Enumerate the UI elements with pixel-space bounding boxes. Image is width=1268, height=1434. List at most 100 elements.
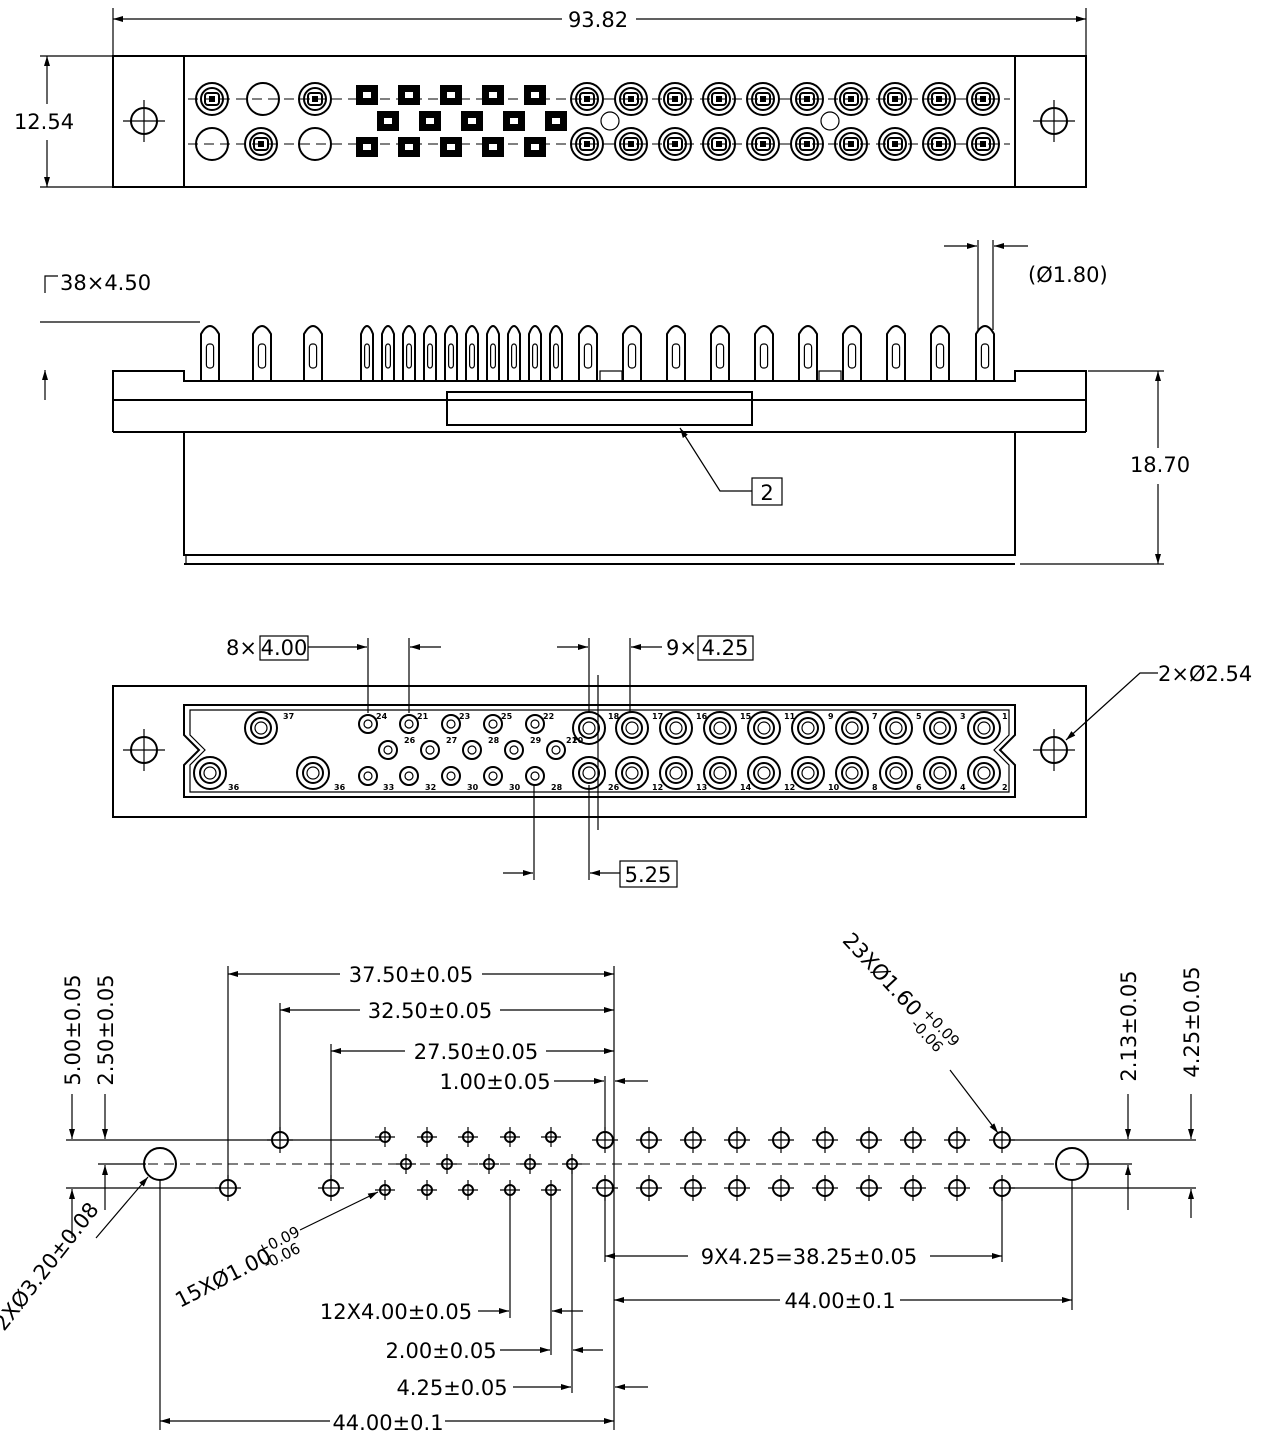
dim-4-25v: 4.25±0.05 bbox=[1180, 966, 1204, 1077]
footprint-hole-small bbox=[479, 1154, 499, 1174]
top-small-contact bbox=[524, 137, 546, 157]
front-contact bbox=[923, 711, 957, 745]
top-keying-mark bbox=[820, 111, 840, 131]
front-small-contact bbox=[378, 740, 398, 760]
dim-32-50: 32.50±0.05 bbox=[368, 999, 492, 1023]
dim-44-bottom: 44.00±0.1 bbox=[332, 1411, 443, 1434]
top-small-contact bbox=[398, 137, 420, 157]
dim-12x: 12X4.00±0.05 bbox=[320, 1300, 472, 1324]
dim-4-25h: 4.25±0.05 bbox=[396, 1376, 507, 1400]
footprint-hole-small bbox=[417, 1127, 437, 1147]
top-contact bbox=[966, 127, 1000, 161]
front-small-contact bbox=[399, 766, 419, 786]
pin-number: 17 bbox=[652, 712, 663, 721]
dim-side-height: 18.70 bbox=[1130, 453, 1190, 477]
side-pin bbox=[886, 325, 906, 380]
top-small-contact bbox=[356, 85, 378, 105]
dim-offset: 5.25 bbox=[625, 863, 672, 887]
front-contact bbox=[244, 711, 278, 745]
top-contact bbox=[878, 127, 912, 161]
front-contact bbox=[615, 756, 649, 790]
side-pin bbox=[528, 325, 542, 380]
top-contact bbox=[702, 127, 736, 161]
dim-37-50: 37.50±0.05 bbox=[349, 963, 473, 987]
side-pin bbox=[360, 325, 374, 380]
side-pin bbox=[252, 325, 272, 380]
footprint-hole-large bbox=[636, 1127, 662, 1153]
top-contact bbox=[658, 127, 692, 161]
pin-number: 1 bbox=[1002, 712, 1008, 721]
footprint-hole-small bbox=[458, 1127, 478, 1147]
pin-number: 7 bbox=[872, 712, 878, 721]
dim-27-50: 27.50±0.05 bbox=[414, 1040, 538, 1064]
front-contact bbox=[967, 756, 1001, 790]
top-contact bbox=[298, 82, 332, 116]
footprint-hole-large bbox=[812, 1127, 838, 1153]
front-contact bbox=[791, 756, 825, 790]
side-pin bbox=[200, 325, 220, 380]
front-contact bbox=[879, 756, 913, 790]
pin-number: 25 bbox=[501, 712, 513, 721]
front-contact bbox=[572, 756, 606, 790]
top-contacts bbox=[195, 82, 1000, 161]
side-pin bbox=[423, 325, 437, 380]
front-contact bbox=[747, 756, 781, 790]
front-contact bbox=[791, 711, 825, 745]
top-small-contact bbox=[524, 85, 546, 105]
footprint-hole-large bbox=[900, 1127, 926, 1153]
footprint-hole-large bbox=[768, 1127, 794, 1153]
front-small-contact bbox=[525, 714, 545, 734]
pin-number: 29 bbox=[530, 736, 542, 745]
pin-number: 15 bbox=[740, 712, 752, 721]
top-contact bbox=[614, 127, 648, 161]
footprint-hole-small bbox=[396, 1154, 416, 1174]
front-small-contact bbox=[504, 740, 524, 760]
dim-1-00: 1.00±0.05 bbox=[439, 1070, 550, 1094]
front-contact bbox=[659, 711, 693, 745]
pin-number: 9 bbox=[828, 712, 834, 721]
pin-number: 3 bbox=[960, 712, 966, 721]
footprint-hole-large bbox=[944, 1175, 970, 1201]
top-small-contact bbox=[440, 137, 462, 157]
side-pin bbox=[549, 325, 563, 380]
dim-overall-width: 93.82 bbox=[568, 8, 628, 32]
pin-number: 30 bbox=[509, 783, 521, 792]
side-pin bbox=[842, 325, 862, 380]
pin-number: 23 bbox=[459, 712, 470, 721]
front-contact bbox=[879, 711, 913, 745]
side-pin bbox=[444, 325, 458, 380]
pin-number: 21 bbox=[417, 712, 429, 721]
top-small-contact bbox=[482, 85, 504, 105]
pitch-large: 4.25 bbox=[702, 636, 749, 660]
pin-number: 36 bbox=[334, 783, 346, 792]
front-contact bbox=[659, 756, 693, 790]
side-pin bbox=[507, 325, 521, 380]
side-pin bbox=[465, 325, 479, 380]
footprint-hole-large bbox=[989, 1127, 1015, 1153]
dim-top-height: 12.54 bbox=[14, 110, 74, 134]
front-contact bbox=[923, 756, 957, 790]
front-small-contact bbox=[420, 740, 440, 760]
footprint-hole-large bbox=[680, 1127, 706, 1153]
side-pin bbox=[710, 325, 730, 380]
front-small-contact bbox=[399, 714, 419, 734]
side-pin bbox=[381, 325, 395, 380]
dim-pin-dia: (Ø1.80) bbox=[1028, 263, 1108, 287]
front-mount-hole-left bbox=[123, 729, 165, 771]
side-pin bbox=[622, 325, 642, 380]
pin-number: 27 bbox=[446, 736, 457, 745]
side-pin bbox=[666, 325, 686, 380]
footprint-hole-small bbox=[375, 1127, 395, 1147]
front-contact bbox=[615, 711, 649, 745]
footprint-hole-large bbox=[856, 1127, 882, 1153]
footprint-hole-small bbox=[417, 1180, 437, 1200]
front-small-contact bbox=[483, 766, 503, 786]
dim-pin-spec: 38×4.50 bbox=[60, 271, 151, 295]
front-contact bbox=[572, 711, 606, 745]
footprint-hole-large bbox=[812, 1175, 838, 1201]
top-empty-cavity bbox=[246, 82, 280, 116]
top-keying-mark bbox=[600, 111, 620, 131]
side-pin bbox=[402, 325, 416, 380]
front-contact bbox=[835, 711, 869, 745]
pin-number: 28 bbox=[551, 783, 563, 792]
